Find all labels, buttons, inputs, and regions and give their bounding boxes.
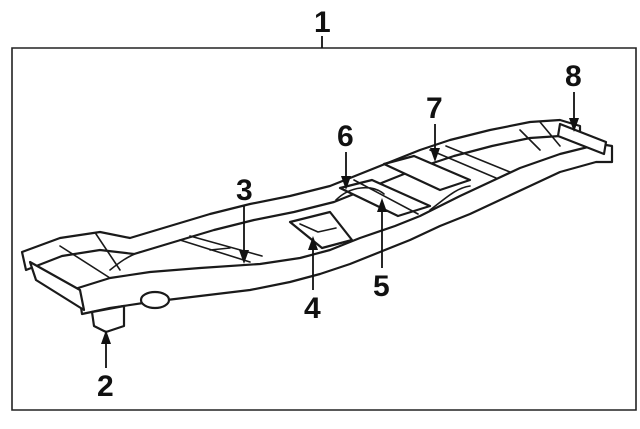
vehicle-frame (20, 118, 614, 334)
callout-5-arrowhead (377, 198, 387, 212)
front-crossmember-beam (59, 233, 121, 279)
callout-4-arrowhead (308, 236, 318, 250)
callout-1-bracket (11, 47, 637, 411)
crossmember-5 (338, 178, 432, 218)
rear-crossmember (556, 122, 608, 156)
crossmember-7 (382, 154, 472, 192)
callout-1-number: 1 (314, 6, 331, 39)
crossmember-6-detail (335, 179, 419, 215)
crossmember-4 (288, 210, 354, 250)
crossmember-4-detail (299, 223, 337, 233)
callout-3-arrowhead (239, 250, 249, 264)
callout-4-number: 4 (304, 292, 321, 325)
crossmember-7-detail (429, 145, 511, 179)
front-mount-bushing (139, 290, 171, 310)
callout-7-arrowhead (430, 148, 440, 162)
front-crossmember (28, 260, 86, 312)
callout-2-arrowhead (101, 330, 111, 344)
callout-5-number: 5 (373, 270, 390, 303)
rail-kickup-detail (109, 185, 471, 271)
front-mount (90, 304, 126, 334)
callout-7-number: 7 (426, 92, 443, 125)
callout-2-number: 2 (97, 370, 114, 403)
crossmember-3 (179, 235, 263, 263)
callout-6-number: 6 (337, 120, 354, 153)
frame-outer-rail (76, 142, 614, 316)
callout-6-arrowhead (341, 176, 351, 190)
callout-8-number: 8 (565, 60, 582, 93)
callout-8-arrowhead (569, 118, 579, 132)
rear-crossmember-detail (519, 121, 561, 151)
callout-3-number: 3 (236, 174, 253, 207)
